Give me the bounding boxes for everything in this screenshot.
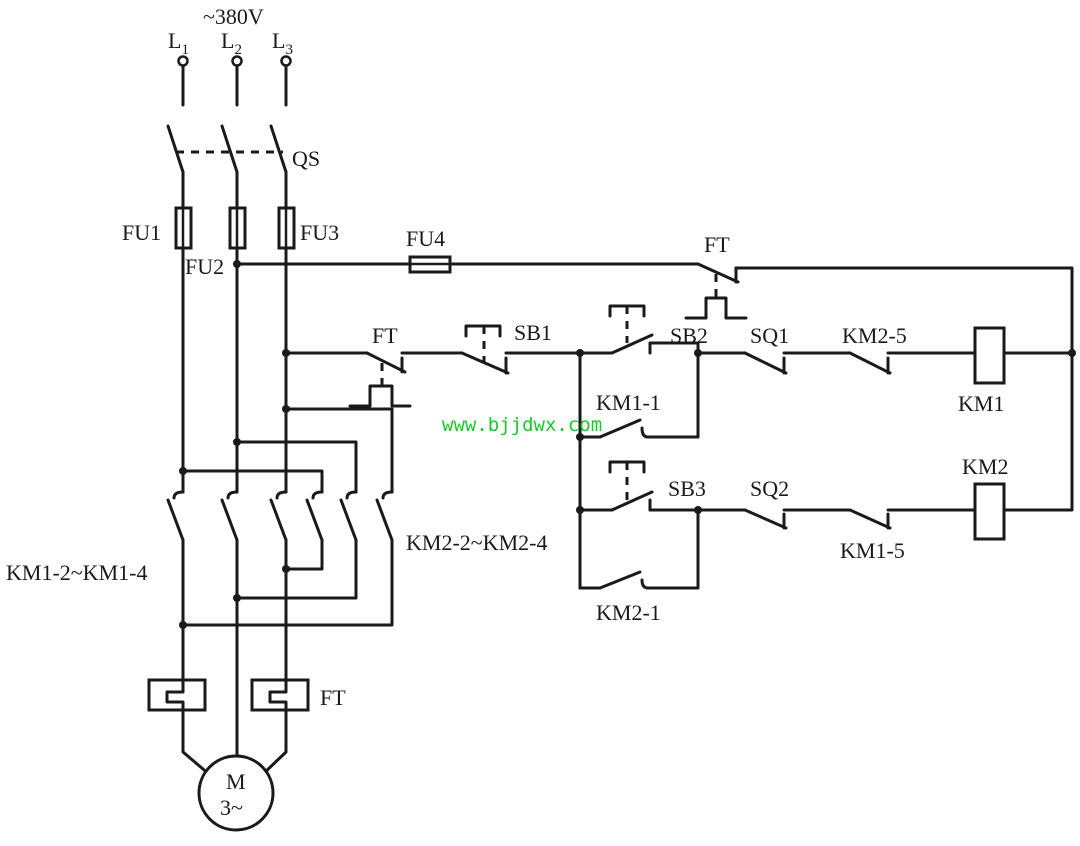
km1-1-holding-contact (578, 351, 700, 590)
phase-wires (181, 246, 394, 494)
sb3-label: SB3 (668, 476, 706, 501)
qs-isolator (166, 124, 288, 210)
ft-mid-label: FT (372, 323, 398, 348)
phase-l2-label: L2 (221, 28, 242, 58)
fu1-label: FU1 (122, 220, 161, 245)
fu4-label: FU4 (406, 226, 445, 251)
sb2-label: SB2 (670, 323, 708, 348)
watermark-text: www.bjjdwx.com (442, 414, 602, 436)
control-km2-branch (578, 460, 1006, 541)
km2-main-contacts-label: KM2-2~KM2-4 (406, 530, 547, 555)
supply-terminals (177, 55, 292, 107)
fu2-label: FU2 (185, 254, 224, 279)
qs-label: QS (292, 146, 320, 171)
motor-phase-label: 3~ (220, 795, 243, 820)
phase-l1-label: L1 (168, 28, 189, 58)
motor-side-wiring (181, 538, 394, 772)
km1-1-label: KM1-1 (596, 390, 661, 415)
sq2-label: SQ2 (750, 476, 789, 501)
km1-coil-label: KM1 (958, 391, 1004, 416)
km2-5-label: KM2-5 (842, 323, 907, 348)
fu3-label: FU3 (300, 220, 339, 245)
km2-1-holding-contact (578, 508, 700, 590)
sb1-label: SB1 (514, 320, 552, 345)
motor-symbol-label: M (226, 769, 246, 794)
supply-voltage-label: ~380V (203, 4, 264, 29)
km2-coil-label: KM2 (962, 454, 1008, 479)
motor (197, 754, 275, 832)
km1-5-label: KM1-5 (840, 538, 905, 563)
ft-heater-label: FT (320, 685, 346, 710)
km1-main-contacts (166, 490, 288, 542)
junction-dots (179, 260, 1076, 629)
control-km1-branch (284, 304, 1074, 408)
ft-top-label: FT (704, 232, 730, 257)
km2-main-contacts (305, 490, 394, 542)
thermal-overload-heaters (147, 678, 310, 777)
phase-l3-label: L3 (272, 28, 293, 58)
sq1-label: SQ1 (750, 323, 789, 348)
km2-1-label: KM2-1 (596, 600, 661, 625)
control-top-line (235, 255, 1074, 512)
main-fuses (174, 206, 296, 250)
km1-main-contacts-label: KM1-2~KM1-4 (6, 560, 147, 585)
